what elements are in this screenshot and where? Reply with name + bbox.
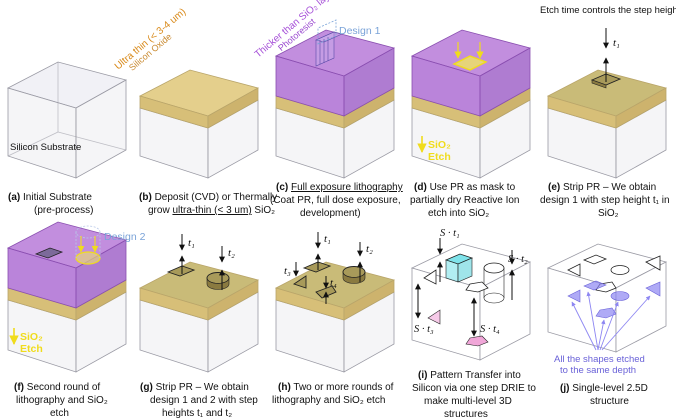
caption-g-line1: Strip PR – We obtain [156,382,249,393]
t1-label-g: t₁ [188,237,195,249]
etch-label-d: Etch [428,151,451,163]
caption-d-tag: (d) [414,182,427,193]
t2-label-h: t₂ [366,243,373,255]
svg-text:(h) Two or more rounds of: (h) Two or more rounds of [278,382,394,393]
t3-label-h: t₃ [284,265,291,277]
caption-a-line1: Initial Substrate [23,192,92,203]
svg-text:(d) Use PR as mask to: (d) Use PR as mask to [414,182,516,193]
caption-i-line4: structures [444,409,488,420]
same-depth-line2: to the same depth [560,365,636,376]
design1-label: Design 1 [339,25,381,37]
panel-d: SiO₂ Etch (d) Use PR as mask to partiall… [410,29,532,219]
caption-f-line3: etch [50,408,69,419]
caption-b-tag: (b) [139,192,152,203]
st3-label: S · t₃ [414,324,434,335]
panel-h: t₁ t₂ t₃ t₄ (h) Two or more rounds of li… [272,232,396,406]
caption-b-line1: Deposit (CVD) or Thermally [155,192,278,203]
caption-a-tag: (a) [8,192,20,203]
silicon-substrate-label: Silicon Substrate [10,142,81,153]
panel-i: S · t₁ S · t₂ S · t₃ S · t₄ (i) Pattern … [410,228,536,420]
caption-j-tag: (j) [560,383,569,394]
etch-time-label: Etch time controls the step height, [540,5,676,16]
svg-text:(a) Initial Substrate: (a) Initial Substrate [8,192,92,203]
caption-g-line2: design 1 and 2 with step [150,395,258,406]
panel-f: Design 2 SiO₂ Etch (f) Second round of l… [6,221,146,419]
etch-label-f: Etch [20,343,43,355]
caption-d-line3: etch into SiO₂ [428,208,489,219]
panel-b: Ultra thin (< 3-4 um) Silicon Oxide (b) … [113,7,277,216]
caption-c-tag: (c) [276,182,288,193]
design2-label: Design 2 [104,231,146,243]
caption-d-line1: Use PR as mask to [430,182,516,193]
caption-h-tag: (h) [278,382,291,393]
st2-label: S · t₂ [508,254,528,265]
caption-h-line2: lithography and SiO₂ etch [272,395,385,406]
caption-i-line1: Pattern Transfer into [430,370,521,381]
caption-c-line1: Full exposure lithography [291,182,403,193]
caption-b-line2a: grow [148,205,172,216]
caption-i-line2: Silicon via one step DRIE to [412,383,536,394]
svg-text:Etch time controls the step he: Etch time controls the step height, t [540,5,676,16]
caption-c-line3: development) [300,208,361,219]
caption-c-line2: (Coat PR, full dose exposure, [270,195,401,206]
svg-text:(g) Strip PR – We obtain: (g) Strip PR – We obtain [140,382,249,393]
svg-text:(c) Full exposure lithography: (c) Full exposure lithography [276,182,403,193]
caption-j-line2: structure [590,396,629,407]
sio2-etch-label-f: SiO₂ [20,331,43,343]
caption-e-tag: (e) [548,182,560,193]
t2-label-g: t₂ [228,247,235,259]
panel-j: All the shapes etched to the same depth … [546,243,668,407]
caption-b-line2b: ultra-thin (< 3 um) [172,205,251,216]
caption-b-line2c: SiO₂ [252,205,275,216]
caption-h-line1: Two or more rounds of [293,382,393,393]
svg-text:(j) Single-level 2.5D: (j) Single-level 2.5D [560,383,648,394]
panel-g: t₁ t₂ (g) Strip PR – We obtain design 1 … [138,234,260,419]
caption-f-line1: Second round of [27,382,101,393]
svg-text:(e) Strip PR – We obtain: (e) Strip PR – We obtain [548,182,656,193]
t1-label-h: t₁ [324,233,331,245]
svg-text:(b) Deposit (CVD) or Thermally: (b) Deposit (CVD) or Thermally [139,192,277,203]
panel-e: Etch time controls the step height, t t₁… [540,5,676,219]
caption-i-tag: (i) [418,370,427,381]
t1-label-e: t₁ [613,37,620,49]
svg-text:(f) Second round of: (f) Second round of [14,382,100,393]
panel-c: Design 1 Thicker than SiO₂ layer Photore… [253,0,403,219]
ultra-thin-label: Ultra thin (< 3-4 um) [113,7,188,73]
panel-a: Silicon Substrate (a) Initial Substrate … [6,61,128,216]
same-depth-line1: All the shapes etched [554,354,645,365]
st1-label: S · t₁ [440,228,460,239]
svg-text:grow ultra-thin (< 3 um) SiO₂: grow ultra-thin (< 3 um) SiO₂ [148,205,275,216]
caption-g-tag: (g) [140,382,153,393]
caption-f-tag: (f) [14,382,24,393]
caption-e-line3: SiO₂ [598,208,619,219]
caption-d-line2: partially dry Reactive Ion [410,195,520,206]
caption-f-line2: lithography and SiO₂ [16,395,108,406]
caption-a-line2: (pre-process) [34,205,93,216]
st4-label: S · t₄ [480,324,500,335]
caption-j-line1: Single-level 2.5D [572,383,648,394]
sio2-etch-label-d: SiO₂ [428,139,451,151]
caption-e-line2: design 1 with step height t₁ in [540,195,670,206]
caption-i-line3: make multi-level 3D [424,396,512,407]
caption-e-line1: Strip PR – We obtain [563,182,656,193]
caption-g-line3: heights t₁ and t₂ [162,408,232,419]
svg-text:(i) Pattern Transfer into: (i) Pattern Transfer into [418,370,521,381]
t4-label-h: t₄ [330,277,337,289]
